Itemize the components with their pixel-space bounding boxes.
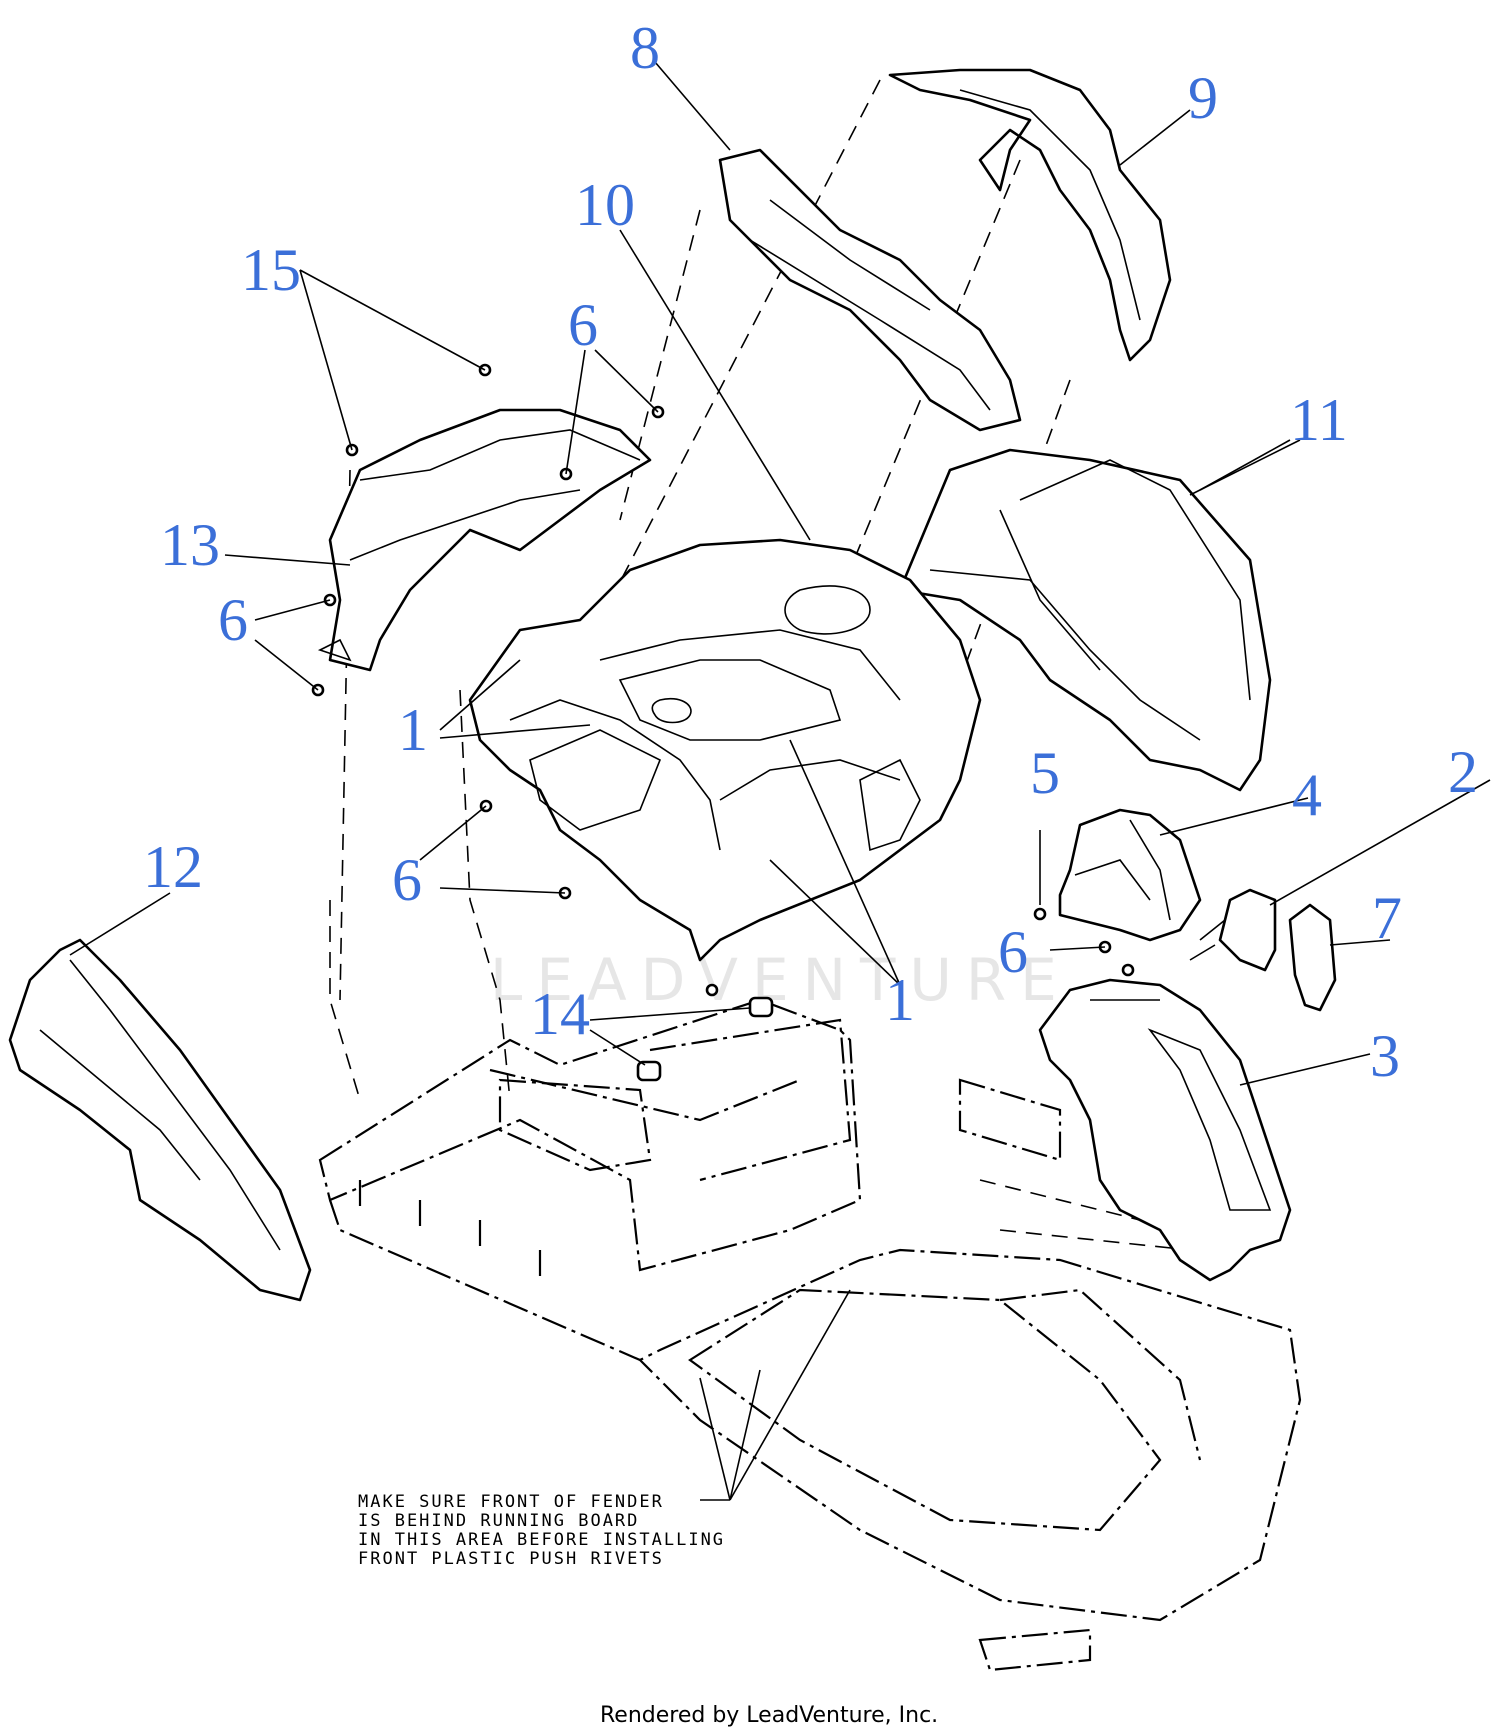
callout-13: 13 <box>160 512 220 578</box>
watermark: LEADVENTURE <box>490 946 1071 1014</box>
note-line-1: MAKE SURE FRONT OF FENDER <box>358 1492 664 1512</box>
callout-15: 15 <box>241 237 301 303</box>
note-line-3: IN THIS AREA BEFORE INSTALLING <box>358 1530 725 1550</box>
callout-7: 7 <box>1372 885 1402 951</box>
callout-5: 5 <box>1030 740 1060 806</box>
tractor-frame <box>318 998 1302 1672</box>
part-11-right-fender <box>898 448 1272 792</box>
callout-6: 6 <box>218 587 248 653</box>
callout-10: 10 <box>575 172 635 238</box>
callout-9: 9 <box>1188 65 1218 131</box>
callout-8: 8 <box>630 15 660 81</box>
bumper-14b <box>636 1060 662 1082</box>
part-12-left-side-panel <box>8 938 312 1302</box>
callout-6: 6 <box>392 847 422 913</box>
fastener-6i <box>1121 963 1135 977</box>
part-3-center-console <box>1038 978 1292 1282</box>
bumper-14a <box>748 996 774 1018</box>
callout-12: 12 <box>143 834 203 900</box>
note-line-2: IS BEHIND RUNNING BOARD <box>358 1511 639 1531</box>
callout-11: 11 <box>1290 387 1348 453</box>
callout-6: 6 <box>998 919 1028 985</box>
footer-credit: Rendered by LeadVenture, Inc. <box>600 1703 938 1728</box>
part-4-dash-cover <box>1058 808 1202 942</box>
note-line-4: FRONT PLASTIC PUSH RIVETS <box>358 1549 664 1569</box>
callout-numbers: 1 1 2 3 4 5 6 6 6 6 7 8 9 10 11 12 13 14… <box>143 15 1478 1089</box>
callout-1: 1 <box>885 967 915 1033</box>
fasteners <box>311 363 1135 1082</box>
part-8-upper-panel <box>718 148 1022 432</box>
callout-14: 14 <box>530 981 590 1047</box>
part-10-main-body <box>468 538 982 962</box>
callout-1: 1 <box>398 697 428 763</box>
installation-note: MAKE SURE FRONT OF FENDER IS BEHIND RUNN… <box>358 1492 725 1569</box>
callout-6: 6 <box>568 292 598 358</box>
leader-lines <box>69 61 1491 1501</box>
fastener-6g <box>705 983 719 997</box>
part-2-bracket <box>1189 888 1277 972</box>
callout-4: 4 <box>1292 762 1322 828</box>
callout-2: 2 <box>1448 739 1478 805</box>
part-7-knob-cap <box>1288 903 1337 1012</box>
part-9-handle-cover <box>888 68 1172 362</box>
callout-3: 3 <box>1370 1023 1400 1089</box>
fastener-5 <box>1033 907 1047 921</box>
